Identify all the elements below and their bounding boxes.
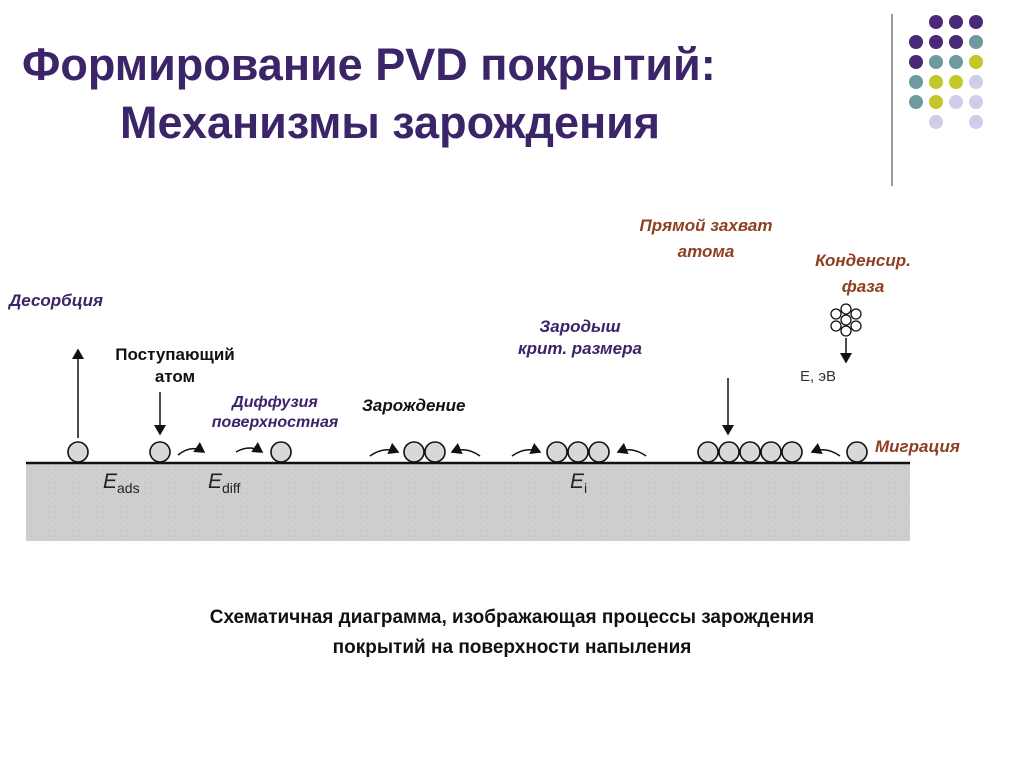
label-incoming-atom-line-1: Поступающий (115, 345, 235, 364)
cluster-atom-4 (760, 441, 782, 463)
page-title: Формирование PVD покрытий: Механизмы зар… (22, 36, 882, 152)
symbol-e-ads: Eads (103, 470, 140, 496)
nucleation-arrow-left (369, 442, 400, 457)
critical-arrow-right (616, 442, 647, 457)
label-migration: Миграция (875, 437, 960, 456)
diffusion-arrow-2 (235, 442, 264, 453)
label-direct-capture-line-1: Прямой захват (639, 216, 773, 235)
caption-line-1: Схематичная диаграмма, изображающая проц… (209, 607, 815, 628)
decor-dot (929, 55, 943, 69)
title-line-1: Формирование PVD покрытий: (22, 39, 716, 90)
label-critical-nucleus: Зародыш крит. размера (495, 316, 665, 360)
decor-dot (949, 15, 963, 29)
decor-dot (949, 35, 963, 49)
decor-dot (909, 95, 923, 109)
label-diffusion-line-1: Диффузия (232, 394, 318, 411)
condensed-phase-cluster (830, 303, 862, 337)
label-diffusion: Диффузия поверхностная (190, 393, 360, 433)
label-direct-capture-line-2: атома (677, 242, 735, 261)
nucleation-arrow-right (450, 442, 481, 457)
label-condensed-phase-line-1: Конденсир. (815, 251, 911, 270)
diffusion-arrow-1 (177, 442, 206, 456)
decor-dot (909, 55, 923, 69)
substrate (26, 463, 910, 541)
diffusing-atom (270, 441, 292, 463)
symbol-e-diff-sub: diff (222, 480, 241, 497)
decor-dot (929, 75, 943, 89)
label-condensed-phase-line-2: фаза (841, 277, 885, 296)
decor-dot (929, 115, 943, 129)
decor-dot (929, 35, 943, 49)
symbol-e-ads-main: E (103, 470, 118, 493)
incoming-atom (149, 441, 171, 463)
cluster-atom-2 (718, 441, 740, 463)
decor-dot (949, 55, 963, 69)
label-diffusion-line-2: поверхностная (211, 414, 339, 431)
label-incoming-atom-line-2: атом (154, 367, 196, 386)
symbol-e-i-main: E (570, 470, 585, 493)
label-nucleation: Зарождение (362, 396, 466, 415)
decor-dot (969, 115, 983, 129)
decor-dot (929, 95, 943, 109)
cluster-atom-1 (697, 441, 719, 463)
label-incoming-atom: Поступающий атом (90, 344, 260, 388)
symbol-e-i-sub: i (584, 480, 588, 497)
decor-dot (969, 35, 983, 49)
symbol-e-diff: Ediff (208, 470, 240, 496)
nucleation-atom-1 (403, 441, 425, 463)
cluster-atom-5 (781, 441, 803, 463)
decorative-dot-grid (909, 15, 983, 129)
symbol-e-i: Ei (570, 470, 587, 496)
title-divider (891, 14, 893, 186)
decor-dot (949, 95, 963, 109)
symbol-e-ads-sub: ads (117, 480, 140, 497)
decor-dot (909, 35, 923, 49)
migration-arrow (810, 442, 841, 457)
critical-atom-3 (588, 441, 610, 463)
critical-atom-1 (546, 441, 568, 463)
migrating-atom (846, 441, 868, 463)
decor-dot (949, 75, 963, 89)
label-critical-nucleus-line-1: Зародыш (539, 317, 621, 336)
decor-dot (909, 75, 923, 89)
label-condensed-phase: Конденсир. фаза (788, 248, 938, 300)
label-desorption: Десорбция (9, 291, 104, 310)
critical-arrow-left (511, 442, 542, 457)
decor-dot (969, 15, 983, 29)
energy-unit-label: E, эВ (800, 368, 836, 385)
desorbing-atom (67, 441, 89, 463)
symbol-e-diff-main: E (208, 470, 223, 493)
decor-dot (929, 15, 943, 29)
diagram-caption: Схематичная диаграмма, изображающая проц… (0, 603, 1024, 663)
nucleation-atom-2 (424, 441, 446, 463)
decor-dot (969, 75, 983, 89)
label-critical-nucleus-line-2: крит. размера (518, 339, 642, 358)
decor-dot (969, 55, 983, 69)
decor-dot (969, 95, 983, 109)
critical-atom-2 (567, 441, 589, 463)
label-direct-capture: Прямой захват атома (608, 213, 804, 265)
caption-line-2: покрытий на поверхности напыления (332, 637, 692, 658)
cluster-atom-3 (739, 441, 761, 463)
title-line-2: Механизмы зарождения (120, 97, 661, 148)
